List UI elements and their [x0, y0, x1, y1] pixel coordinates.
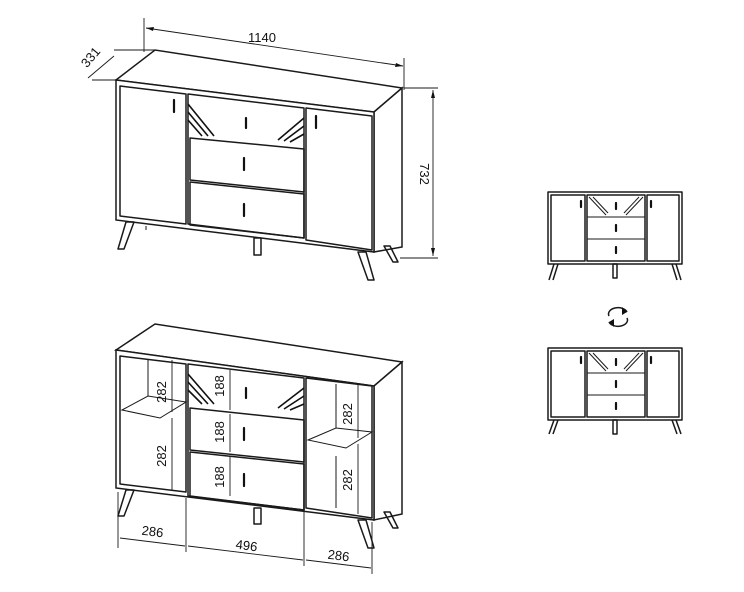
side-panel — [373, 86, 403, 253]
leg-front-left — [117, 221, 135, 250]
right-door — [305, 107, 373, 251]
open-side-panel — [373, 360, 403, 521]
fv1-left-door — [550, 194, 586, 262]
drawer-3-label: 188 — [212, 466, 227, 488]
height-dimension: 732 — [400, 87, 438, 259]
front-view-config-2 — [547, 347, 683, 435]
open-drawer-1 — [189, 407, 305, 463]
bottom-center-label: 496 — [235, 537, 258, 555]
open-leg-center — [253, 507, 262, 525]
bottom-width-dimensions: 286 496 286 — [117, 492, 373, 574]
rotate-arrows-icon — [607, 306, 629, 328]
right-lower-shelf-label: 282 — [340, 469, 355, 491]
right-compartment — [305, 377, 373, 519]
fv1-right-door — [646, 194, 680, 262]
drawer-1-label: 188 — [212, 375, 227, 397]
left-door — [119, 85, 187, 225]
bottom-right-label: 286 — [327, 547, 350, 565]
fv2-drawers — [586, 350, 646, 418]
right-upper-shelf-label: 282 — [340, 403, 355, 425]
right-shelf — [306, 427, 374, 449]
sideboard-closed-view: 1140 331 732 — [78, 18, 438, 281]
leg-center — [253, 237, 262, 256]
open-decor-chevron — [187, 373, 305, 411]
left-lower-shelf-label: 282 — [154, 445, 169, 467]
drawer-2 — [189, 181, 305, 239]
left-shelf — [120, 395, 188, 419]
decor-chevron — [187, 103, 305, 143]
open-leg-front-left — [117, 489, 135, 517]
fv2-left-door — [550, 350, 586, 418]
fv2-right-door — [646, 350, 680, 418]
open-leg-back-right — [383, 511, 399, 529]
leg-front-right — [357, 251, 375, 281]
depth-label: 331 — [78, 44, 103, 70]
inner-height-dimensions: 282 282 188 188 188 282 282 — [154, 360, 359, 514]
leg-back-right — [383, 245, 399, 263]
open-leg-front-right — [357, 519, 375, 549]
bottom-left-label: 286 — [141, 523, 164, 541]
fv1-drawers — [586, 194, 646, 262]
left-compartment — [119, 355, 187, 493]
drawer-2-label: 188 — [212, 421, 227, 443]
front-view-config-1 — [547, 191, 683, 281]
width-label: 1140 — [248, 30, 276, 45]
height-label: 732 — [417, 163, 432, 185]
open-drawer-2 — [189, 451, 305, 511]
left-upper-shelf-label: 282 — [154, 381, 169, 403]
width-dimension: 1140 — [143, 18, 405, 90]
sideboard-open-view: 282 282 188 188 188 282 282 286 496 286 — [113, 323, 404, 574]
drawer-1 — [189, 137, 305, 193]
